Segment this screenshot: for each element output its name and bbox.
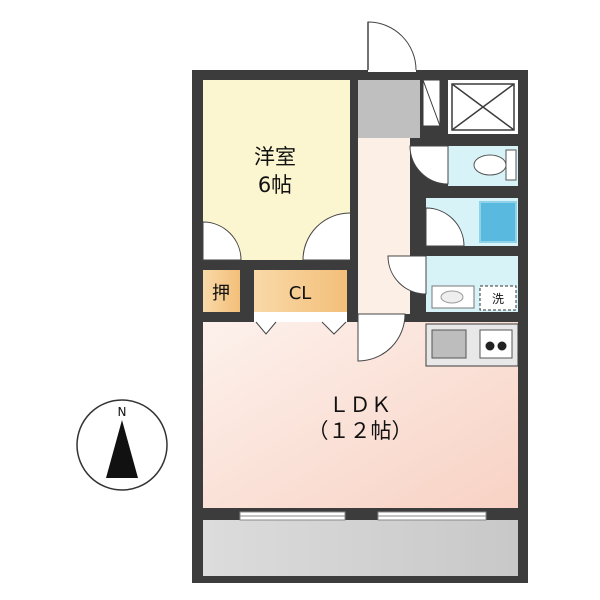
closet-label: CL bbox=[289, 283, 312, 304]
folding-door bbox=[321, 321, 347, 335]
door-swing bbox=[409, 145, 449, 185]
kitchen-sink bbox=[431, 329, 467, 359]
washer-label: 洗 bbox=[492, 292, 504, 306]
basin-bowl bbox=[440, 290, 464, 304]
washer-spot bbox=[479, 285, 517, 311]
shoe-box-diagonal bbox=[422, 79, 441, 127]
entrance bbox=[358, 80, 420, 138]
utility-cross-2 bbox=[451, 83, 515, 131]
western-room-name: 洋室 bbox=[254, 145, 296, 169]
toilet-bowl bbox=[473, 154, 507, 176]
closet bbox=[254, 270, 347, 312]
door-swing bbox=[302, 212, 351, 261]
balcony bbox=[203, 520, 518, 576]
compass: N bbox=[76, 399, 168, 491]
toilet-tank bbox=[505, 149, 517, 181]
oshiire-storage bbox=[203, 270, 240, 312]
stove-burner bbox=[485, 341, 495, 351]
closet-door-opening bbox=[254, 312, 347, 322]
door-swing bbox=[202, 221, 242, 261]
ldk-name: ＬＤＫ bbox=[329, 393, 392, 417]
western-room-size: 6帖 bbox=[258, 173, 292, 197]
utility-frame bbox=[451, 83, 515, 131]
ldk-size: （１２帖） bbox=[308, 419, 413, 443]
bathtub bbox=[479, 201, 517, 243]
north-label: N bbox=[118, 405, 127, 419]
stove-burner bbox=[497, 341, 507, 351]
stove bbox=[479, 329, 513, 359]
door-swing bbox=[357, 313, 406, 362]
door-swing bbox=[387, 255, 427, 295]
folding-door bbox=[255, 321, 277, 335]
oshiire-label: 押 bbox=[212, 283, 230, 304]
north-arrow-icon bbox=[106, 420, 138, 478]
door-swing bbox=[367, 21, 417, 71]
door-swing bbox=[425, 207, 465, 247]
